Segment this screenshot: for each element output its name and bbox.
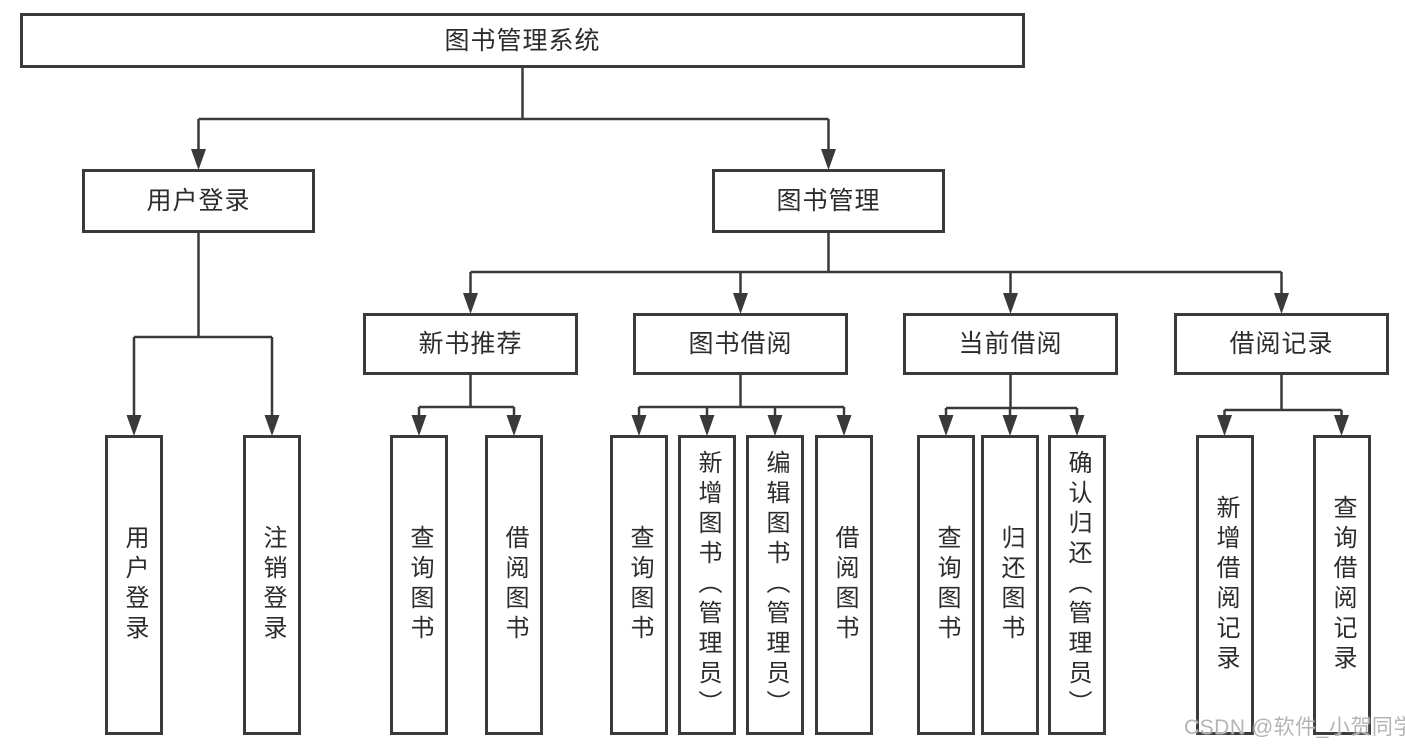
node-user-login: 用户登录 — [82, 169, 315, 233]
leaf-add-borrow-record: 新增借阅记录 — [1196, 435, 1254, 735]
leaf-add-books-admin: 新增图书（管理员） — [678, 435, 736, 735]
node-new-book-recommend: 新书推荐 — [363, 313, 578, 375]
leaf-confirm-return-admin: 确认归还（管理员） — [1048, 435, 1106, 735]
watermark-text: CSDN @软件_小贺同学 — [1184, 716, 1405, 739]
node-library-management-system: 图书管理系统 — [20, 13, 1025, 68]
node-book-borrowing: 图书借阅 — [633, 313, 848, 375]
node-borrowing-records: 借阅记录 — [1174, 313, 1389, 375]
node-book-management: 图书管理 — [712, 169, 945, 233]
leaf-query-books-borrowing: 查询图书 — [610, 435, 668, 735]
node-current-borrowing: 当前借阅 — [903, 313, 1118, 375]
arrowhead-icons — [126, 149, 1349, 436]
leaf-query-books-current: 查询图书 — [917, 435, 975, 735]
leaf-query-borrow-record: 查询借阅记录 — [1313, 435, 1371, 735]
leaf-edit-books-admin: 编辑图书（管理员） — [746, 435, 804, 735]
leaf-return-books: 归还图书 — [981, 435, 1039, 735]
leaf-borrow-books-borrowing: 借阅图书 — [815, 435, 873, 735]
leaf-borrow-books-recommend: 借阅图书 — [485, 435, 543, 735]
leaf-user-login: 用户登录 — [105, 435, 163, 735]
leaf-logout-login: 注销登录 — [243, 435, 301, 735]
leaf-query-books-recommend: 查询图书 — [390, 435, 448, 735]
